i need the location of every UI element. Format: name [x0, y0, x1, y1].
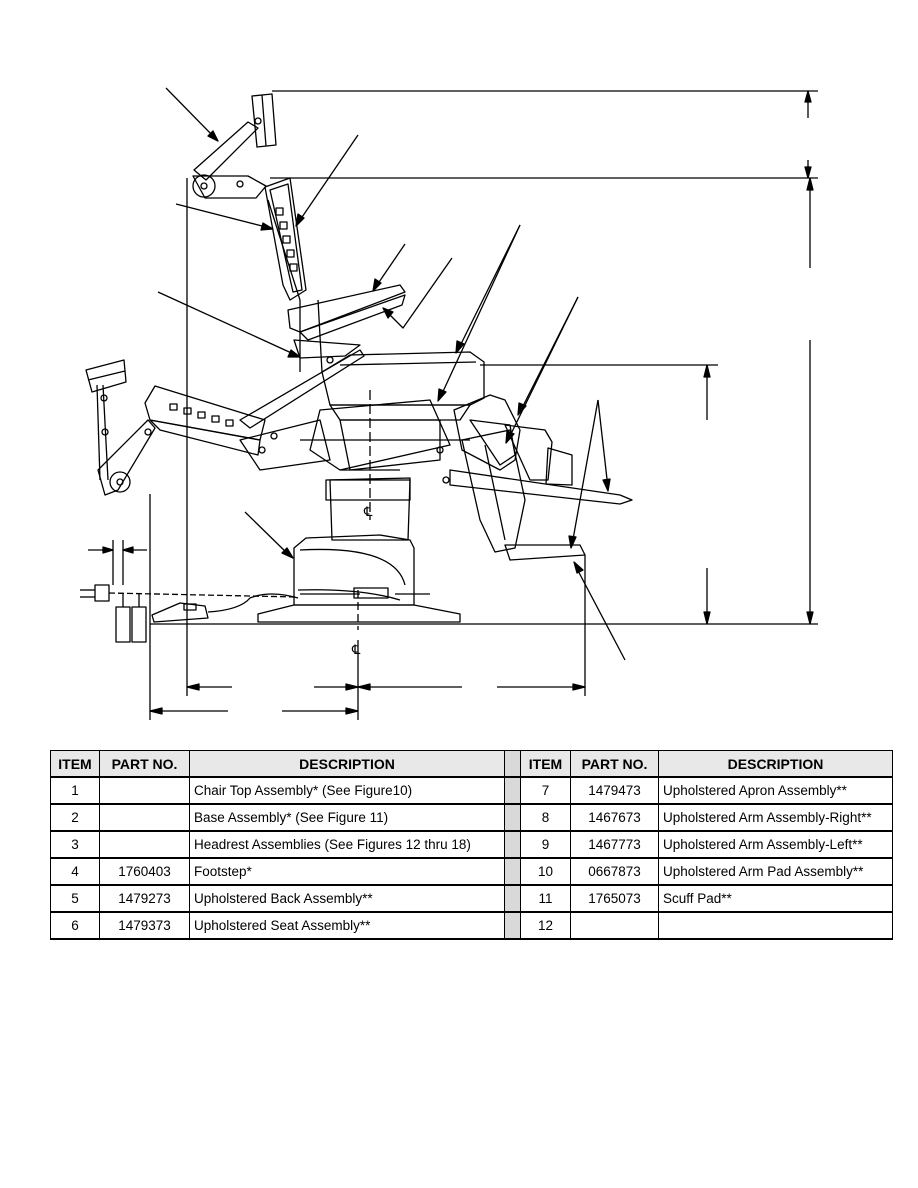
- item-number: 11: [520, 884, 571, 913]
- part-number: 1479373: [99, 911, 190, 940]
- part-number: [99, 803, 190, 832]
- table-row: 2 Base Assembly* (See Figure 11) 8 14676…: [50, 803, 893, 832]
- leader-line: [384, 257, 453, 329]
- parts-list-table: ITEM PART NO. DESCRIPTION ITEM PART NO. …: [50, 750, 893, 940]
- centerline-symbol: ℄: [351, 643, 361, 658]
- leader-line: [571, 399, 599, 546]
- part-description: Footstep*: [189, 857, 505, 886]
- centerline-symbol: ℄: [363, 505, 373, 520]
- back-reclined: [144, 349, 365, 471]
- part-description: Upholstered Back Assembly**: [189, 884, 505, 913]
- part-number: 1760403: [99, 857, 190, 886]
- table-row: 4 1760403 Footstep* 10 0667873 Upholster…: [50, 857, 893, 886]
- leader-line: [507, 296, 579, 441]
- header-item: ITEM: [50, 750, 100, 778]
- back-upright: [264, 177, 406, 373]
- part-number: [99, 830, 190, 859]
- column-divider: [504, 803, 521, 832]
- item-number: 4: [50, 857, 100, 886]
- part-number: 0667873: [570, 857, 659, 886]
- chair-technical-drawing: ℄ ℄: [80, 87, 818, 720]
- column-divider: [504, 911, 521, 940]
- item-number: 8: [520, 803, 571, 832]
- item-number: 6: [50, 911, 100, 940]
- part-description: Chair Top Assembly* (See Figure10): [189, 776, 505, 805]
- part-description: Base Assembly* (See Figure 11): [189, 803, 505, 832]
- foot-control: [80, 584, 299, 643]
- arm-assembly: [442, 394, 633, 561]
- leader-line: [165, 87, 216, 139]
- item-number: 5: [50, 884, 100, 913]
- column-divider: [504, 776, 521, 805]
- part-number: 1765073: [570, 884, 659, 913]
- item-number: 2: [50, 803, 100, 832]
- part-description: Upholstered Apron Assembly**: [658, 776, 893, 805]
- leader-line: [374, 243, 406, 289]
- header-part-no: PART NO.: [570, 750, 659, 778]
- part-number: 1479473: [570, 776, 659, 805]
- column-divider: [504, 857, 521, 886]
- headrest-reclined: [85, 359, 156, 496]
- part-description: Headrest Assemblies (See Figures 12 thru…: [189, 830, 505, 859]
- leader-line: [439, 224, 521, 399]
- header-description: DESCRIPTION: [658, 750, 893, 778]
- item-number: 3: [50, 830, 100, 859]
- item-number: 9: [520, 830, 571, 859]
- table-row: 1 Chair Top Assembly* (See Figure10) 7 1…: [50, 776, 893, 805]
- header-item: ITEM: [520, 750, 571, 778]
- part-description: Scuff Pad**: [658, 884, 893, 913]
- item-number: 12: [520, 911, 571, 940]
- table-row: 3 Headrest Assemblies (See Figures 12 th…: [50, 830, 893, 859]
- base-assembly: [257, 479, 461, 630]
- part-description: Upholstered Seat Assembly**: [189, 911, 505, 940]
- table-row: 5 1479273 Upholstered Back Assembly** 11…: [50, 884, 893, 913]
- part-number: 1467773: [570, 830, 659, 859]
- leader-line: [244, 511, 291, 557]
- item-number: 10: [520, 857, 571, 886]
- leader-line: [574, 564, 626, 661]
- seat-assembly: [300, 351, 485, 501]
- header-description: DESCRIPTION: [189, 750, 505, 778]
- part-description: [658, 911, 893, 940]
- part-description: Upholstered Arm Assembly-Right**: [658, 803, 893, 832]
- part-description: Upholstered Arm Pad Assembly**: [658, 857, 893, 886]
- column-divider: [504, 750, 521, 778]
- item-number: 7: [520, 776, 571, 805]
- column-divider: [504, 884, 521, 913]
- leader-line: [157, 291, 299, 357]
- leader-line: [297, 134, 359, 224]
- leader-line: [597, 399, 609, 489]
- item-number: 1: [50, 776, 100, 805]
- part-number: 1479273: [99, 884, 190, 913]
- table-row: 6 1479373 Upholstered Seat Assembly** 12: [50, 911, 893, 940]
- header-part-no: PART NO.: [99, 750, 190, 778]
- leader-line: [175, 203, 271, 229]
- column-divider: [504, 830, 521, 859]
- part-number: [99, 776, 190, 805]
- part-description: Upholstered Arm Assembly-Left**: [658, 830, 893, 859]
- part-number: [570, 911, 659, 940]
- part-number: 1467673: [570, 803, 659, 832]
- table-header-row: ITEM PART NO. DESCRIPTION ITEM PART NO. …: [50, 750, 893, 778]
- headrest-upright: [192, 93, 277, 199]
